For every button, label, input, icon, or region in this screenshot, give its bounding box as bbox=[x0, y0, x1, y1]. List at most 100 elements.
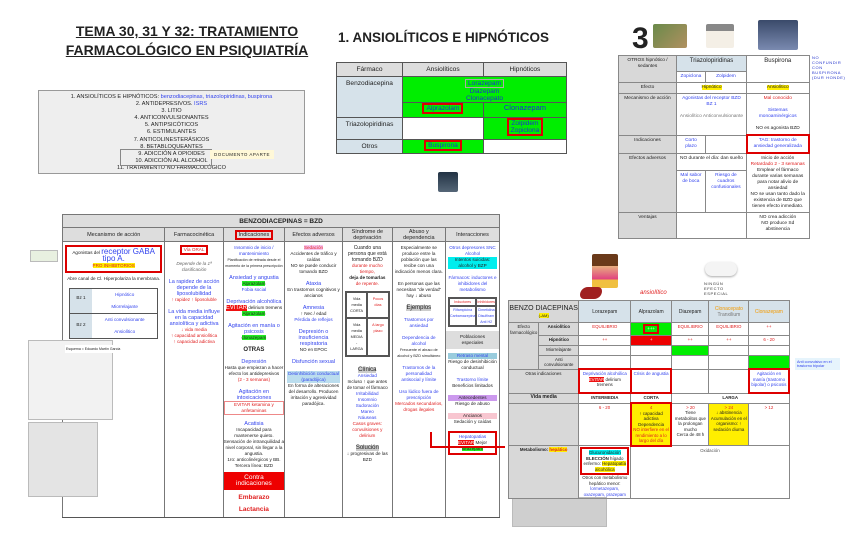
bus-image bbox=[438, 172, 458, 192]
bed-image bbox=[706, 24, 734, 48]
index-item: 3. LITIO bbox=[161, 108, 182, 115]
cell: 6 - 20 bbox=[578, 402, 632, 446]
row-label: Benzodiacepina bbox=[336, 76, 403, 118]
cell: EQUILIBRIO bbox=[708, 322, 750, 336]
scheme-credit: Esquema = Eduardo Martín García bbox=[65, 345, 163, 353]
cell bbox=[630, 344, 672, 356]
side-note-box: Anti convulsivo en el trastorno bipolar bbox=[795, 358, 840, 370]
duck-image bbox=[705, 262, 737, 276]
cell: Oxidación bbox=[630, 445, 790, 499]
number-three: 3 bbox=[632, 22, 649, 55]
cell bbox=[482, 139, 568, 154]
index-item: 4. ANTICONVULSIONANTES bbox=[134, 115, 209, 122]
row-label: Hipnótico bbox=[538, 334, 580, 346]
cell: LARGA bbox=[670, 392, 790, 404]
col-header: Lorazepam bbox=[578, 300, 632, 323]
index-item: 8. BETABLOQUEANTES bbox=[140, 143, 203, 150]
connector-line bbox=[430, 446, 505, 448]
cell: INTERMEDIA bbox=[578, 392, 632, 404]
col-header: Diazepam bbox=[670, 300, 710, 323]
index-item: 5. ANTIPSICÓTICOS bbox=[144, 122, 199, 129]
index-item: 10. ADICCIÓN AL ALCOHOL bbox=[135, 157, 208, 164]
col-header: Abuso y dependencia bbox=[391, 227, 447, 242]
note-image bbox=[30, 250, 58, 262]
col-header: Hipnóticos bbox=[482, 62, 568, 77]
row-label: OTROS hipnótico / sedantes bbox=[618, 55, 677, 83]
cell: CORTA bbox=[630, 392, 672, 404]
special-populations-header: Poblaciones especiales bbox=[446, 331, 499, 349]
exam-question-image bbox=[28, 422, 98, 497]
cell: ++ bbox=[578, 334, 632, 346]
col-header: Interacciones bbox=[445, 227, 500, 242]
topic-index: 1. ANSIOLÍTICOS E HIPNÓTICOS: benzodiace… bbox=[38, 90, 305, 174]
col-header: Efectos adversos bbox=[284, 227, 343, 242]
col-header: Fármaco bbox=[336, 62, 403, 77]
row-label: Otros bbox=[336, 139, 403, 154]
cell: Mal sabor de boca bbox=[676, 170, 706, 213]
side-note: NO CONFUNDIR CON BUSPIRONA (DUR HONDE) bbox=[812, 55, 846, 80]
row-label: Otras indicaciones bbox=[507, 368, 580, 394]
cell bbox=[708, 344, 750, 356]
ansiolitico-note: ansiolítico bbox=[640, 290, 667, 296]
exam-question-image bbox=[512, 497, 607, 527]
cell: NO durante el día: dan sueño bbox=[676, 152, 747, 171]
cell bbox=[748, 344, 790, 356]
col-header: Buspirona bbox=[746, 55, 810, 83]
table-title: BENZO DIACEPINAS(-AM) bbox=[507, 300, 580, 323]
col-header: Clonazepam bbox=[748, 300, 790, 323]
page-title: TEMA 30, 31 Y 32: TRATAMIENTO FARMACOLÓG… bbox=[65, 23, 309, 58]
cell: ++ bbox=[748, 322, 790, 336]
bzd-table: BENZODIACEPINAS = BZD Mecanismo de acció… bbox=[61, 214, 500, 518]
bus-image bbox=[758, 20, 798, 50]
cell bbox=[578, 344, 632, 356]
cell: Ansiolítico bbox=[746, 82, 810, 94]
pharmacokinetics-cell: Vía ORAL Depende de la 1ª clasificación … bbox=[164, 241, 224, 518]
index-item: 2. ANTIDEPRESIVOS. ISRS bbox=[135, 101, 208, 108]
benzo-compare-table: BENZO DIACEPINAS(-AM) Lorazepam Alprazol… bbox=[507, 300, 791, 499]
col-header: Ansiolíticos bbox=[402, 62, 484, 77]
cell: Zolpidem bbox=[704, 71, 748, 83]
cell bbox=[402, 117, 484, 140]
row-label bbox=[507, 402, 580, 446]
cell: + bbox=[630, 334, 672, 346]
connector-line bbox=[430, 432, 432, 446]
row-label: Ansiolítico bbox=[538, 322, 580, 336]
row-label: Efectos adversos bbox=[618, 152, 677, 213]
document-note: DOCUMENTO APARTE bbox=[210, 150, 275, 159]
jungle-image bbox=[653, 24, 687, 48]
col-header: Indicaciones bbox=[222, 227, 286, 242]
exam-question-image bbox=[28, 340, 113, 420]
cell: Riesgo de cuadros confusionales bbox=[704, 170, 748, 213]
abuse-cell: Especialmente se produce entre la poblac… bbox=[391, 241, 447, 518]
col-header: Triazolopiridinas bbox=[676, 55, 747, 72]
row-label: Vida media bbox=[507, 392, 580, 404]
index-item: 9. ADICCIÓN A OPIOIDES bbox=[138, 150, 205, 157]
col-header: Alprazolam bbox=[630, 300, 672, 323]
cell: TAG: trastorno de ansiedad generalizada bbox=[745, 134, 810, 154]
row-label: Efecto bbox=[618, 82, 677, 94]
cell: Zopiclona bbox=[676, 71, 706, 83]
cell: ++ bbox=[708, 334, 750, 346]
row-label: Anti convulsionante bbox=[538, 354, 580, 370]
index-item: 11. TRATAMIENTO NO FARMACOLÓGICO bbox=[117, 164, 226, 171]
mechanism-cell: Agonistas del receptor GABA tipo A.PRO I… bbox=[61, 241, 166, 518]
cell: ++ bbox=[670, 334, 710, 346]
cell: 6 - 20 bbox=[748, 334, 790, 346]
cell: > 12 bbox=[748, 402, 790, 446]
cell bbox=[670, 344, 710, 356]
cell: Agitación en manía (trastorno bipolar) o… bbox=[747, 368, 791, 394]
